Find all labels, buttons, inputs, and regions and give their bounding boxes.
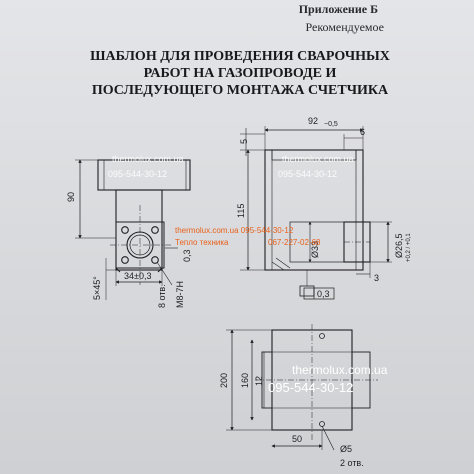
dim-12: 12 — [254, 376, 264, 386]
dim-200: 200 — [219, 373, 229, 388]
bottom-view — [226, 324, 378, 451]
title-line-1: ШАБЛОН ДЛЯ ПРОВЕДЕНИЯ СВАРОЧНЫХ — [90, 49, 390, 64]
dim-5-hole-count: 2 отв. — [340, 458, 364, 468]
watermark-brand-left: thermolux.com.ua — [112, 154, 184, 164]
dim-thread: М8-7Н — [175, 281, 185, 308]
dim-34: 34±0,3 — [124, 271, 151, 281]
watermark-phone-right: 095-544-30-12 — [278, 169, 337, 179]
page-title: ШАБЛОН ДЛЯ ПРОВЕДЕНИЯ СВАРОЧНЫХ РАБОТ НА… — [40, 48, 440, 99]
dim-5x45: 5×45° — [92, 276, 102, 300]
dim-90: 90 — [66, 192, 76, 202]
title-line-2: РАБОТ НА ГАЗОПРОВОДЕ И — [143, 66, 337, 81]
dim-92: 92 — [308, 116, 318, 126]
watermark-brand-bottom: thermolux.com.ua — [292, 363, 388, 377]
title-line-3: ПОСЛЕДУЮЩЕГО МОНТАЖА СЧЕТЧИКА — [91, 83, 389, 98]
dim-6: 6 — [360, 127, 365, 137]
watermark-phone-bottom: 095-544-30-12 — [268, 380, 353, 395]
dim-115: 115 — [236, 204, 246, 218]
dim-160: 160 — [240, 373, 250, 388]
dim-26-5-tol: +0,2 / +0,1 — [406, 233, 412, 262]
dim-0-3-left: 0,3 — [182, 249, 192, 262]
watermark-orange-phone2: 067-227-02-68 — [268, 238, 321, 247]
dim-3: 3 — [374, 273, 379, 283]
dim-0-3-right: 0,3 — [317, 289, 330, 299]
dim-92-tol: −0,5 — [324, 121, 338, 128]
watermark-orange-line1: thermolux.com.ua 095-544-30-12 — [175, 226, 294, 235]
annex-title: Приложение Б — [298, 2, 378, 16]
watermark-brand-right: thermolux.com.ua — [282, 154, 354, 164]
watermark-orange-line2: Тепло техника — [175, 238, 229, 247]
dim-5-hole: Ø5 — [340, 444, 352, 454]
dim-26-5: Ø26,5 — [394, 233, 404, 258]
dim-holes: 8 отв. — [157, 284, 167, 308]
annex-subtitle: Рекомендуемое — [305, 20, 384, 34]
watermark-phone-left: 095-544-30-12 — [108, 169, 167, 179]
dim-50: 50 — [292, 434, 302, 444]
right-view — [240, 126, 392, 300]
dim-5: 5 — [239, 139, 249, 144]
left-view — [75, 159, 191, 300]
dim-33: Ø33 — [310, 241, 320, 258]
